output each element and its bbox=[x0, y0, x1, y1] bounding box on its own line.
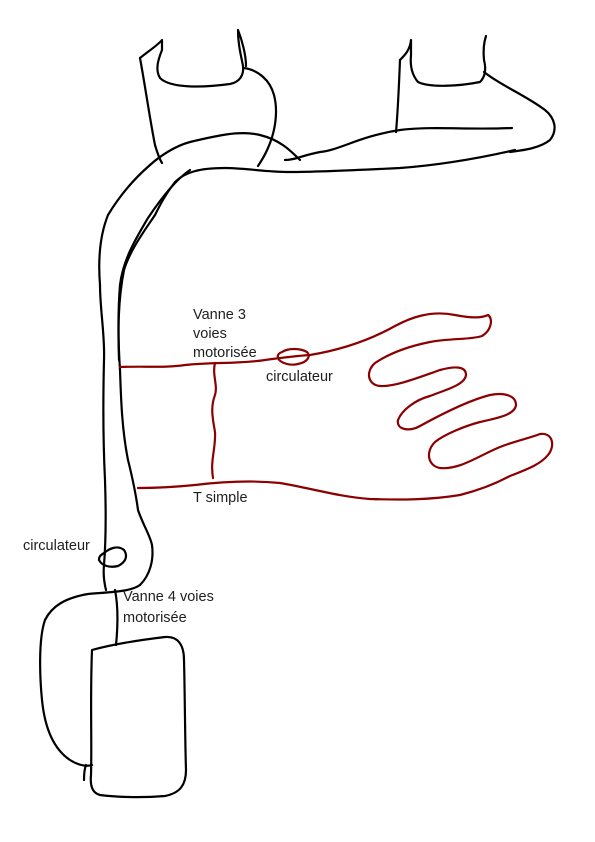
bottom-supply-loop bbox=[39, 583, 142, 767]
black-pipe-network bbox=[39, 28, 556, 799]
t-simple-label: T simple bbox=[193, 490, 248, 506]
top-horizontal-return bbox=[283, 126, 514, 162]
vanne4-label-line2: motorisée bbox=[123, 610, 187, 626]
top-circulator-symbol bbox=[276, 347, 310, 366]
top-right-loop bbox=[482, 70, 556, 154]
top-left-riser bbox=[138, 56, 164, 165]
bottom-boiler bbox=[89, 635, 188, 799]
left-circulator-label: circulateur bbox=[23, 538, 90, 554]
labels: Vanne 3 voies motorisée circulateur T si… bbox=[23, 307, 333, 626]
red-bypass-t bbox=[211, 361, 217, 480]
red-pipe-network bbox=[118, 312, 554, 501]
left-circulator-symbol bbox=[97, 546, 128, 568]
vanne4-riser bbox=[113, 588, 119, 647]
red-supply-line bbox=[118, 312, 554, 501]
left-inner-riser-b bbox=[117, 213, 157, 362]
vanne4-label-line1: Vanne 4 voies bbox=[123, 589, 214, 605]
bottom-boiler-tail bbox=[82, 763, 88, 782]
top-circulator-label: circulateur bbox=[266, 369, 333, 385]
top-right-riser bbox=[394, 58, 402, 134]
vanne3-label-line3: motorisée bbox=[193, 345, 257, 361]
vanne3-label-line2: voies bbox=[193, 326, 227, 342]
top-right-emitter bbox=[398, 34, 488, 87]
top-left-emitter bbox=[138, 28, 248, 88]
left-inner-riser-a bbox=[117, 168, 192, 587]
left-outer-riser bbox=[98, 283, 108, 592]
lower-manifold bbox=[153, 148, 517, 217]
upper-manifold bbox=[98, 132, 302, 287]
vanne3-label-line1: Vanne 3 bbox=[193, 307, 246, 323]
top-left-riser-right bbox=[242, 66, 278, 168]
